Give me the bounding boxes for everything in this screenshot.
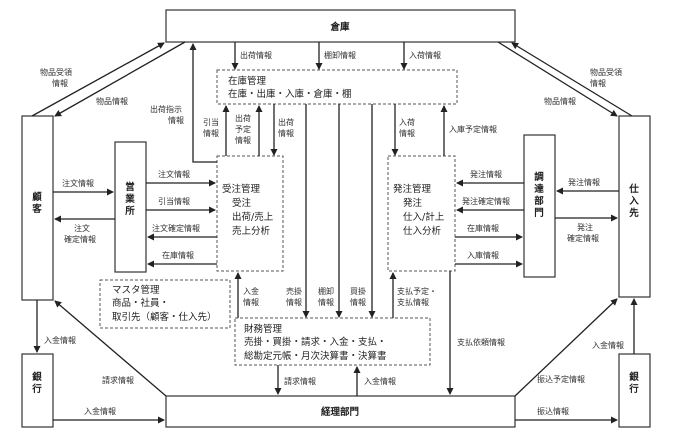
master-line: 商品・社員・ [112, 297, 169, 309]
accounting-label: 経理部門 [321, 406, 359, 418]
flow-label: 売掛 [286, 286, 302, 296]
flow-label: 確定情報 [64, 234, 96, 244]
flow-label: 請求情報 [102, 375, 134, 385]
flow-label: 確定情報 [567, 233, 599, 243]
arrow-billing-diag [54, 300, 167, 397]
master-title: マスタ管理 [112, 284, 160, 296]
flow-label: 振込予定情報 [537, 374, 585, 384]
flow-label: 発注 [577, 222, 593, 232]
flow-label: 出荷指示 [150, 104, 182, 114]
master-module [99, 279, 231, 329]
flow-label: 入荷情報 [409, 50, 441, 60]
flow-label: 引当情報 [158, 196, 190, 206]
arrow-shipping-instruction [189, 43, 217, 163]
flow-label: 支払予定・ [397, 286, 437, 296]
warehouse-box [165, 9, 516, 43]
flow-label: 注文情報 [62, 178, 94, 188]
inventory-title: 在庫管理 [228, 75, 267, 87]
flow-label: 棚卸 [318, 286, 334, 296]
flow-label: 入庫情報 [467, 250, 499, 260]
purchasing-line: 発注 [403, 197, 423, 209]
procurement-box [523, 134, 556, 278]
flow-label: 請求情報 [284, 376, 316, 386]
flow-label: 情報 [168, 115, 184, 125]
supplier-label: 仕入先 [628, 183, 639, 219]
flow-label: 情報 [203, 128, 219, 138]
flow-label: 入荷 [399, 117, 415, 127]
flow-label: 振込情報 [537, 406, 569, 416]
flow-label: 物品情報 [544, 96, 576, 106]
order-receiving-module [216, 155, 284, 272]
procurement-label: 調達部門 [534, 171, 544, 219]
sales-office-box [114, 141, 147, 273]
flow-label: 在庫情報 [467, 223, 499, 233]
arrow-goods-receipt-right [511, 42, 633, 117]
finance-line: 売掛・買掛・請求・入金・支払・ [244, 336, 387, 348]
bank-left-box [21, 353, 54, 428]
flow-label: 発注情報 [470, 169, 502, 179]
flow-label: 出荷 [278, 117, 294, 127]
supplier-box [618, 115, 651, 298]
flow-label: 情報 [318, 297, 334, 307]
order-receiving-title: 受注管理 [222, 183, 261, 195]
flow-label: 情報 [278, 128, 294, 138]
purchasing-line: 仕入/計上 [403, 211, 445, 223]
finance-title: 財務管理 [244, 323, 283, 335]
flow-label: 情報 [350, 297, 366, 307]
customer-box [21, 115, 54, 301]
flow-label: 在庫情報 [162, 250, 194, 260]
master-line: 取引先（顧客・仕入先） [112, 311, 217, 323]
flow-label: 入金 [243, 286, 259, 296]
flow-label: 情報 [399, 128, 415, 138]
arrow-transfer-sched [514, 298, 618, 397]
flow-label: 入金情報 [84, 406, 116, 416]
accounting-box [165, 395, 516, 428]
flow-label: 支払情報 [397, 297, 429, 307]
flow-label: 発注確定情報 [462, 196, 510, 206]
purchasing-line: 仕入分析 [403, 225, 442, 237]
flow-label: 入庫予定情報 [449, 124, 497, 134]
bank-left-label: 銀行 [31, 371, 42, 395]
inventory-line: 在庫・出庫・入庫・倉庫・棚 [228, 88, 352, 100]
order-receiving-line: 出荷/売上 [232, 211, 274, 223]
arrow-goods-receipt-left [31, 42, 165, 117]
flow-label: 買掛 [350, 286, 366, 296]
flow-label: 棚卸情報 [324, 50, 356, 60]
flow-label: 発注情報 [568, 177, 600, 187]
flow-label: 注文情報 [158, 169, 190, 179]
flow-label: 物品情報 [96, 96, 128, 106]
flow-label: 予定 [235, 124, 251, 134]
order-receiving-line: 受注 [232, 197, 252, 209]
order-receiving-line: 売上分析 [232, 225, 271, 237]
flow-label: 注文確定情報 [152, 223, 200, 233]
bank-right-box [618, 353, 651, 428]
bank-right-label: 銀行 [628, 371, 639, 395]
flow-label: 情報 [286, 297, 302, 307]
arrow-goods-info-right [497, 41, 618, 117]
flow-label: 入金情報 [44, 335, 76, 345]
inventory-module [216, 69, 458, 105]
sales-office-label: 営業所 [124, 181, 135, 217]
flow-label: 出荷情報 [240, 50, 272, 60]
arrow-goods-info-left [54, 41, 186, 117]
flow-label: 情報 [590, 78, 606, 88]
purchasing-title: 発注管理 [393, 183, 432, 195]
flow-label: 入金情報 [364, 376, 396, 386]
flow-label: 引当 [203, 117, 219, 127]
warehouse-label: 倉庫 [329, 21, 350, 33]
purchasing-module [387, 155, 456, 272]
flow-label: 支払依頼情報 [457, 337, 505, 347]
flow-label: 情報 [235, 135, 251, 145]
finance-line: 総勘定元帳・月次決算書・決算書 [244, 350, 387, 362]
flow-label: 情報 [52, 78, 68, 88]
flow-label: 情報 [243, 297, 259, 307]
flow-label: 注文 [74, 223, 90, 233]
flow-label: 出荷 [235, 113, 251, 123]
flow-label: 入金情報 [592, 340, 624, 350]
flow-label: 物品受領 [590, 67, 622, 77]
customer-label: 顧客 [31, 191, 42, 215]
finance-module [234, 317, 431, 366]
flow-label: 物品受領 [40, 67, 72, 77]
